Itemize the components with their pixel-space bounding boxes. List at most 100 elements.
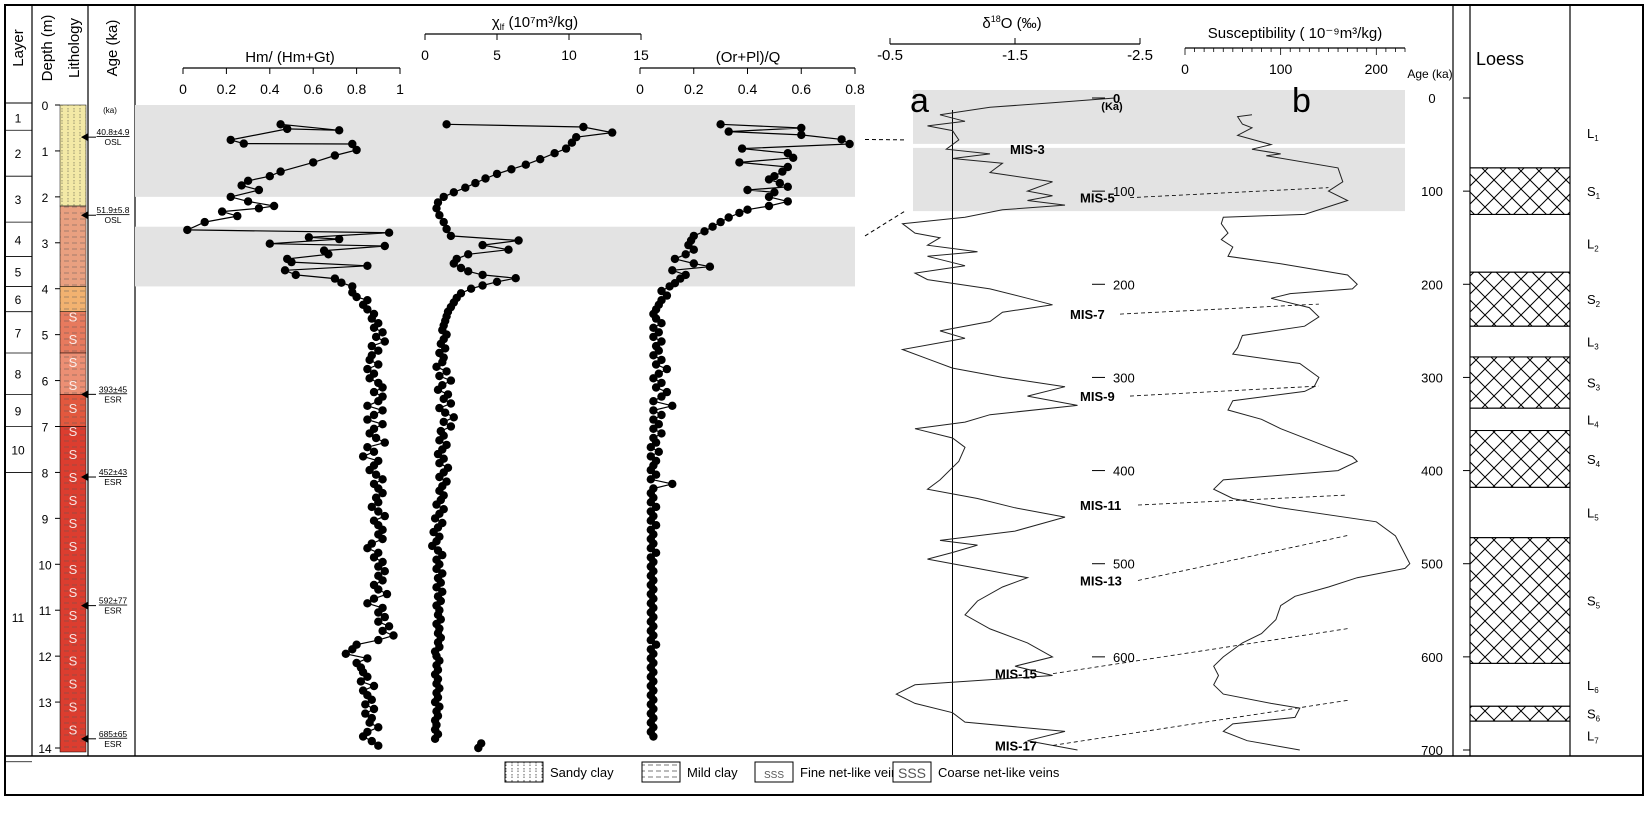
- legend-label-coarse: Coarse net-like veins: [938, 765, 1060, 780]
- axis-tick-label-0-4: 0.8: [347, 81, 367, 97]
- outer-frame: [4, 4, 1644, 796]
- loess-unit-label-2: L2: [1587, 236, 1599, 253]
- date-method-1: OSL: [104, 215, 121, 225]
- data-point: [724, 127, 733, 136]
- data-point: [441, 408, 450, 417]
- date-method-4: ESR: [104, 606, 121, 616]
- data-point: [367, 502, 376, 512]
- data-point: [304, 233, 314, 242]
- vein-mark: S: [69, 470, 78, 485]
- data-point: [461, 183, 470, 192]
- data-point: [217, 207, 227, 216]
- data-point: [369, 594, 379, 603]
- proxy-axes: Hm/ (Hm+Gt) χlf (10⁷m³/kg) (Or+Pl)/Q: [245, 14, 780, 66]
- vein-mark: S: [69, 516, 78, 531]
- depth-tick-label-0: 0: [42, 99, 49, 113]
- vein-mark: S: [69, 309, 78, 324]
- data-point: [441, 344, 450, 353]
- data-point: [689, 245, 698, 254]
- layer-label-6: 6: [15, 293, 22, 307]
- data-point: [478, 281, 487, 290]
- vein-mark: S: [69, 654, 78, 669]
- data-point: [365, 718, 374, 727]
- data-point: [337, 278, 346, 287]
- vein-mark: S: [69, 447, 78, 462]
- depth-tick-label-11: 11: [39, 604, 52, 618]
- axis-tick-label-2-4: 0.8: [845, 81, 865, 97]
- data-point: [438, 358, 447, 367]
- sus-tick-label-0: 0: [1181, 61, 1189, 77]
- data-point: [276, 167, 285, 176]
- data-point: [269, 201, 279, 211]
- d18o-axis-title: δ18O (‰): [982, 14, 1041, 32]
- data-point: [254, 204, 264, 213]
- data-point: [243, 176, 253, 185]
- data-point: [649, 406, 658, 415]
- soil-unit-3: [1469, 271, 1571, 327]
- age-mark-label-6: 600: [1113, 650, 1135, 665]
- data-point: [449, 259, 458, 268]
- data-point: [374, 608, 383, 617]
- data-point: [371, 433, 381, 443]
- data-point: [348, 645, 357, 654]
- vein-mark: S: [69, 332, 78, 347]
- data-point: [446, 231, 456, 241]
- data-point: [778, 167, 787, 176]
- right-series: [895, 97, 1411, 751]
- data-point: [646, 443, 655, 452]
- data-point: [481, 174, 490, 183]
- data-point: [428, 541, 437, 551]
- data-point: [567, 138, 577, 147]
- data-point: [708, 222, 717, 231]
- axis-tick-label-1-1: 5: [493, 47, 501, 63]
- data-point: [363, 672, 372, 681]
- layer-label-9: 9: [15, 404, 22, 418]
- axis-tick-label-1-3: 15: [633, 47, 649, 63]
- data-point: [775, 178, 784, 188]
- data-point: [363, 443, 372, 452]
- age-right-header: Age (ka): [1407, 67, 1452, 81]
- data-point: [374, 741, 383, 750]
- sus-series-line: [1212, 114, 1411, 751]
- data-point: [324, 250, 333, 259]
- data-point: [371, 332, 381, 342]
- data-point: [367, 341, 376, 351]
- data-point: [382, 589, 392, 599]
- age-shaded-band-0: [913, 90, 1405, 144]
- series-line-1-0: [431, 123, 613, 740]
- data-point: [330, 151, 340, 160]
- data-point: [374, 585, 383, 594]
- data-point: [446, 422, 456, 431]
- data-point: [369, 681, 379, 691]
- mis-correlation-3: [1129, 385, 1319, 397]
- age-shaded-band-1: [913, 147, 1405, 212]
- depth-tick-label-10: 10: [38, 558, 52, 572]
- data-point: [384, 228, 394, 237]
- data-point: [380, 337, 389, 346]
- axis-tick-label-1-2: 10: [561, 47, 577, 63]
- layer-label-5: 5: [15, 265, 22, 279]
- soil-unit-5: [1469, 356, 1571, 409]
- loess-unit-label-11: S6: [1587, 707, 1601, 724]
- lithology-pattern-5: [60, 394, 86, 427]
- data-point: [433, 449, 443, 459]
- date-arrow-3: [81, 473, 88, 482]
- axis-tick-label-2-3: 0.6: [792, 81, 812, 97]
- data-point: [579, 122, 588, 132]
- hm-axis-title: Hm/ (Hm+Gt): [245, 49, 335, 66]
- data-point: [369, 323, 379, 332]
- data-point: [783, 182, 792, 191]
- soil-unit-11: [1469, 705, 1571, 722]
- depth-tick-label-14: 14: [38, 742, 52, 756]
- data-point: [439, 417, 448, 427]
- axis-tick-label-0-0: 0: [179, 81, 187, 97]
- data-point: [764, 201, 774, 211]
- data-point: [348, 282, 357, 291]
- depth-tick-label-6: 6: [42, 375, 49, 389]
- data-point: [743, 205, 752, 214]
- data-point: [378, 576, 387, 585]
